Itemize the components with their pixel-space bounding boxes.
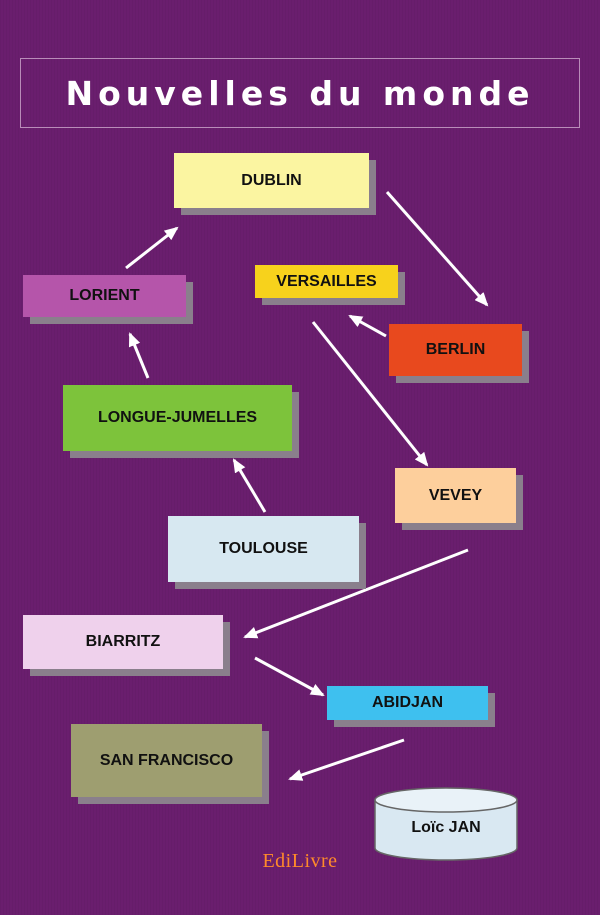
city-box-biarritz: BIARRITZ xyxy=(23,615,223,669)
arrow-lorient-to-dublin xyxy=(125,226,179,270)
city-box-vevey: VEVEY xyxy=(395,468,516,523)
arrow-vevey-to-biarritz xyxy=(243,548,469,639)
author-name: Loïc JAN xyxy=(411,819,481,836)
title-frame: Nouvelles du monde xyxy=(20,58,580,128)
author-cylinder xyxy=(374,787,518,861)
city-box-berlin: BERLIN xyxy=(389,324,522,376)
arrow-dublin-to-berlin xyxy=(385,191,489,307)
city-box-longue-jumelles: LONGUE-JUMELLES xyxy=(63,385,292,451)
book-title: Nouvelles du monde xyxy=(65,73,535,113)
city-box-san-francisco: SAN FRANCISCO xyxy=(71,724,262,797)
arrow-toulouse-to-longue-jumelles xyxy=(232,458,267,513)
city-box-abidjan: ABIDJAN xyxy=(327,686,488,720)
city-box-versailles: VERSAILLES xyxy=(255,265,398,298)
arrow-longue-jumelles-to-lorient xyxy=(128,332,150,379)
arrow-biarritz-to-abidjan xyxy=(254,656,325,697)
city-box-toulouse: TOULOUSE xyxy=(168,516,359,582)
city-box-lorient: LORIENT xyxy=(23,275,186,317)
arrow-abidjan-to-san-francisco xyxy=(288,738,405,781)
arrow-versailles-to-vevey xyxy=(311,321,429,467)
arrow-berlin-to-versailles xyxy=(348,314,387,338)
publisher-logo: EdiLivre xyxy=(262,850,338,872)
city-box-dublin: DUBLIN xyxy=(174,153,369,208)
